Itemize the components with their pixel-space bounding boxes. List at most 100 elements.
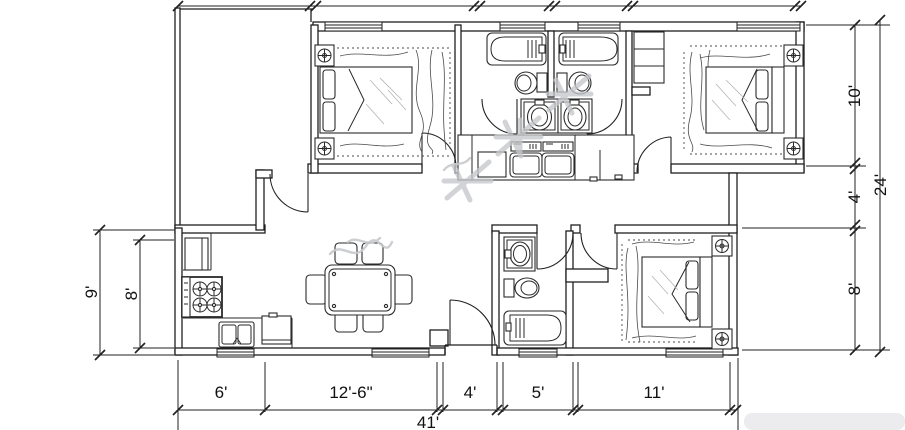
rug-texture (332, 47, 451, 157)
bedroom-1 (314, 44, 451, 160)
window-dining (371, 348, 430, 358)
lamp-icon (786, 48, 801, 63)
lamp-icon (715, 332, 729, 346)
wall-bathroom3-left (491, 230, 500, 356)
dim-label-right-top: 10' (845, 85, 864, 107)
wall-living-stub-h (255, 169, 273, 179)
window-bathroom1 (499, 21, 546, 32)
wall-bedroom2-bottom-b (670, 163, 805, 174)
bed-icon (319, 66, 413, 134)
cabinet-foot (614, 174, 623, 180)
fridge-icon (184, 237, 209, 271)
window-bathroom2 (577, 21, 621, 32)
headboard (699, 256, 713, 328)
wall-hall-upper (307, 163, 423, 174)
cabinet (477, 151, 507, 178)
faucet (534, 99, 545, 106)
wall-kitchen-top (174, 224, 266, 234)
faucet (559, 44, 566, 54)
stove-icon (181, 276, 223, 318)
bathroom-1 (486, 32, 548, 95)
door-bedroom1 (421, 132, 457, 168)
pillow (322, 69, 336, 100)
wall-top-left (175, 8, 313, 22)
wall-right-lower (728, 172, 738, 356)
bed-icon (641, 256, 713, 328)
sink-icon (557, 98, 593, 134)
door-bedroom3 (580, 232, 618, 270)
bathtub-icon (486, 32, 547, 66)
faucet (569, 99, 580, 106)
pillow (322, 101, 336, 132)
window-bathroom3 (518, 348, 558, 358)
lamp-icon (317, 141, 332, 156)
closet (633, 31, 665, 84)
headboard (771, 66, 785, 134)
faucet (505, 322, 512, 332)
faucet (538, 44, 546, 54)
bathroom-2 (556, 32, 619, 95)
chair-icon (305, 274, 328, 305)
window-bedroom1 (324, 21, 383, 32)
lamp-icon (317, 48, 332, 63)
dim-label-right-middle: 4' (845, 191, 864, 204)
toilet-icon (503, 277, 540, 299)
dim-label-bottom-1: 6' (215, 383, 228, 402)
page-edge-artifact (744, 413, 905, 430)
wall-backdoor-recess (444, 344, 498, 355)
window-bedroom2 (736, 21, 801, 32)
door-bedroom2 (636, 136, 672, 173)
wall-bedroom2-stub (631, 86, 651, 96)
sink-icon (503, 236, 536, 272)
pillow (685, 260, 699, 290)
shared-vanity (457, 98, 635, 182)
window-bedroom3 (665, 348, 724, 358)
wall-left-upper (174, 7, 181, 231)
wall-bedroom1-left (310, 24, 319, 174)
dim-label-bottom-5: 11' (644, 383, 665, 402)
dim-label-right-total: 24' (871, 174, 890, 196)
dim-label-bottom-total: 41' (417, 413, 439, 430)
door-bathroom3 (536, 232, 574, 270)
dim-label-bottom-4: 5' (532, 383, 545, 402)
door-living-room (269, 173, 309, 213)
kitchen-sink-icon (218, 321, 255, 348)
wall-bathroom3-top-a (491, 224, 538, 234)
door-bathroom1 (481, 98, 518, 135)
dimension-right: 10' 4' 8' 24' (742, 14, 890, 358)
dimension-annotations: 9' 8' 10' 4' 8' 24' 6' 12'-6" 4' 5' 11' … (82, 0, 890, 430)
bedroom-2 (633, 31, 804, 160)
kitchen (181, 233, 293, 348)
dim-label-left-inner: 8' (122, 288, 141, 301)
lamp-icon (715, 239, 729, 253)
door-back-entry (449, 299, 496, 346)
wall-living-stub-v (255, 169, 265, 231)
wall-bath-divider (547, 30, 555, 98)
watermark (328, 73, 594, 256)
dimension-top (172, 0, 807, 12)
vanity-counter (457, 134, 635, 182)
lamp-icon (786, 141, 801, 156)
dining-table-icon (324, 264, 396, 316)
faucet (504, 249, 512, 259)
toilet-icon (514, 71, 548, 95)
pillow (755, 69, 769, 100)
walls (174, 7, 805, 356)
bathtub-icon (503, 310, 567, 346)
dim-label-left-outer: 9' (82, 286, 101, 299)
wall-bedroom3-closet-stub (565, 268, 609, 283)
dishwasher-icon (261, 312, 292, 345)
dim-label-bottom-3: 4' (464, 383, 477, 402)
bathtub-icon (558, 32, 619, 66)
wall-left-lower (174, 227, 183, 356)
bed-icon (705, 66, 785, 134)
wall-bedroom3-top (614, 224, 738, 234)
wall-backdoor-stub (429, 329, 449, 347)
wall-top-main (312, 21, 805, 32)
pillow (685, 291, 699, 321)
wall-bathroom3-top-b (570, 224, 581, 234)
rug-texture (621, 239, 698, 344)
dimension-left: 9' 8' (82, 224, 174, 361)
